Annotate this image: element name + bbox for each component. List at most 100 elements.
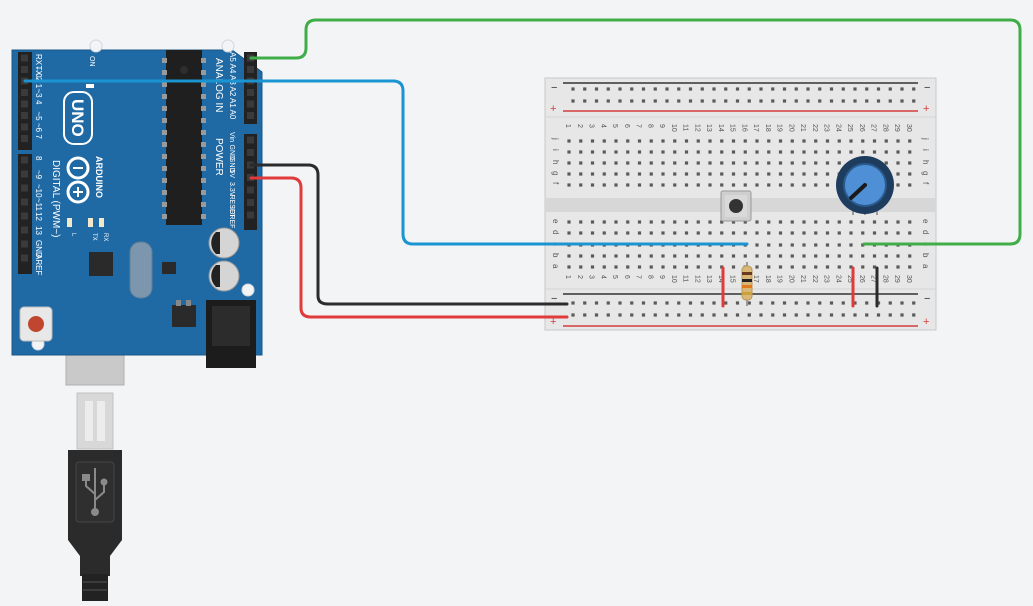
breadboard-hole[interactable] (649, 183, 653, 187)
breadboard-hole[interactable] (700, 99, 704, 103)
breadboard-hole[interactable] (872, 150, 877, 154)
breadboard-hole[interactable] (661, 172, 665, 176)
breadboard-hole[interactable] (790, 243, 794, 247)
breadboard-hole[interactable] (837, 150, 841, 154)
digital-pin-hole[interactable] (21, 112, 28, 119)
breadboard-hole[interactable] (602, 265, 606, 269)
breadboard-hole[interactable] (724, 313, 728, 317)
breadboard-hole[interactable] (782, 313, 787, 317)
breadboard-hole[interactable] (900, 313, 904, 317)
breadboard-hole[interactable] (661, 150, 665, 154)
digital-pin-hole[interactable] (21, 170, 28, 178)
breadboard-hole[interactable] (720, 183, 724, 187)
breadboard-hole[interactable] (688, 99, 693, 103)
breadboard-hole[interactable] (684, 150, 689, 154)
breadboard-hole[interactable] (825, 161, 830, 165)
breadboard-hole[interactable] (590, 183, 595, 187)
breadboard-hole[interactable] (665, 99, 669, 103)
breadboard-hole[interactable] (708, 254, 712, 258)
breadboard-hole[interactable] (806, 301, 810, 305)
breadboard-hole[interactable] (888, 99, 892, 103)
breadboard-hole[interactable] (802, 172, 806, 176)
breadboard-hole[interactable] (849, 220, 853, 224)
breadboard-hole[interactable] (759, 313, 763, 317)
breadboard-hole[interactable] (755, 231, 759, 235)
breadboard-hole[interactable] (778, 161, 783, 165)
breadboard-hole[interactable] (778, 139, 783, 143)
breadboard-hole[interactable] (567, 265, 571, 269)
breadboard-hole[interactable] (649, 265, 653, 269)
breadboard-hole[interactable] (825, 254, 830, 258)
breadboard-hole[interactable] (861, 231, 865, 235)
breadboard-hole[interactable] (583, 301, 587, 305)
breadboard-hole[interactable] (896, 172, 900, 176)
breadboard-hole[interactable] (743, 183, 747, 187)
breadboard-hole[interactable] (567, 231, 571, 235)
breadboard-hole[interactable] (677, 313, 681, 317)
breadboard-hole[interactable] (579, 150, 583, 154)
breadboard-hole[interactable] (594, 87, 599, 91)
breadboard-hole[interactable] (708, 231, 712, 235)
breadboard-hole[interactable] (896, 183, 900, 187)
breadboard-hole[interactable] (771, 87, 775, 91)
breadboard-hole[interactable] (743, 150, 747, 154)
breadboard-hole[interactable] (602, 161, 606, 165)
breadboard-hole[interactable] (720, 139, 724, 143)
breadboard-hole[interactable] (637, 183, 642, 187)
breadboard-hole[interactable] (778, 243, 783, 247)
breadboard-hole[interactable] (802, 150, 806, 154)
breadboard-hole[interactable] (720, 172, 724, 176)
breadboard-hole[interactable] (790, 254, 794, 258)
breadboard-hole[interactable] (677, 99, 681, 103)
breadboard-hole[interactable] (653, 301, 657, 305)
breadboard-hole[interactable] (712, 313, 716, 317)
breadboard-hole[interactable] (641, 87, 646, 91)
breadboard-hole[interactable] (626, 231, 630, 235)
breadboard-hole[interactable] (708, 161, 712, 165)
breadboard-hole[interactable] (806, 313, 810, 317)
breadboard-hole[interactable] (794, 313, 798, 317)
breadboard-hole[interactable] (583, 99, 587, 103)
breadboard-hole[interactable] (641, 99, 646, 103)
breadboard-hole[interactable] (771, 313, 775, 317)
breadboard-hole[interactable] (896, 161, 900, 165)
breadboard-hole[interactable] (767, 161, 771, 165)
breadboard-hole[interactable] (583, 313, 587, 317)
breadboard-hole[interactable] (630, 87, 634, 91)
breadboard-hole[interactable] (900, 87, 904, 91)
breadboard-hole[interactable] (602, 220, 606, 224)
breadboard-hole[interactable] (661, 183, 665, 187)
breadboard-hole[interactable] (861, 150, 865, 154)
breadboard-hole[interactable] (814, 254, 818, 258)
breadboard-hole[interactable] (700, 87, 704, 91)
breadboard-hole[interactable] (908, 231, 912, 235)
breadboard-hole[interactable] (649, 139, 653, 143)
breadboard-hole[interactable] (731, 161, 736, 165)
breadboard-hole[interactable] (614, 139, 618, 143)
breadboard-hole[interactable] (865, 99, 869, 103)
breadboard-hole[interactable] (802, 243, 806, 247)
breadboard-hole[interactable] (865, 313, 869, 317)
analog-pin-hole[interactable] (247, 100, 254, 108)
breadboard-hole[interactable] (884, 139, 888, 143)
power-pin-hole[interactable] (247, 136, 254, 144)
breadboard-hole[interactable] (696, 231, 700, 235)
digital-pin-hole[interactable] (21, 135, 28, 142)
digital-pin-hole[interactable] (21, 66, 28, 73)
breadboard-hole[interactable] (829, 301, 834, 305)
breadboard-hole[interactable] (724, 87, 728, 91)
breadboard-hole[interactable] (735, 301, 740, 305)
digital-pin-hole[interactable] (21, 123, 28, 131)
breadboard-hole[interactable] (743, 172, 747, 176)
breadboard-hole[interactable] (876, 87, 881, 91)
breadboard-hole[interactable] (743, 220, 747, 224)
breadboard-hole[interactable] (677, 87, 681, 91)
breadboard-hole[interactable] (696, 265, 700, 269)
breadboard-hole[interactable] (708, 172, 712, 176)
breadboard-hole[interactable] (837, 243, 841, 247)
breadboard-hole[interactable] (908, 150, 912, 154)
breadboard-hole[interactable] (884, 231, 888, 235)
breadboard-hole[interactable] (735, 99, 740, 103)
breadboard-hole[interactable] (794, 301, 798, 305)
breadboard-hole[interactable] (567, 254, 571, 258)
